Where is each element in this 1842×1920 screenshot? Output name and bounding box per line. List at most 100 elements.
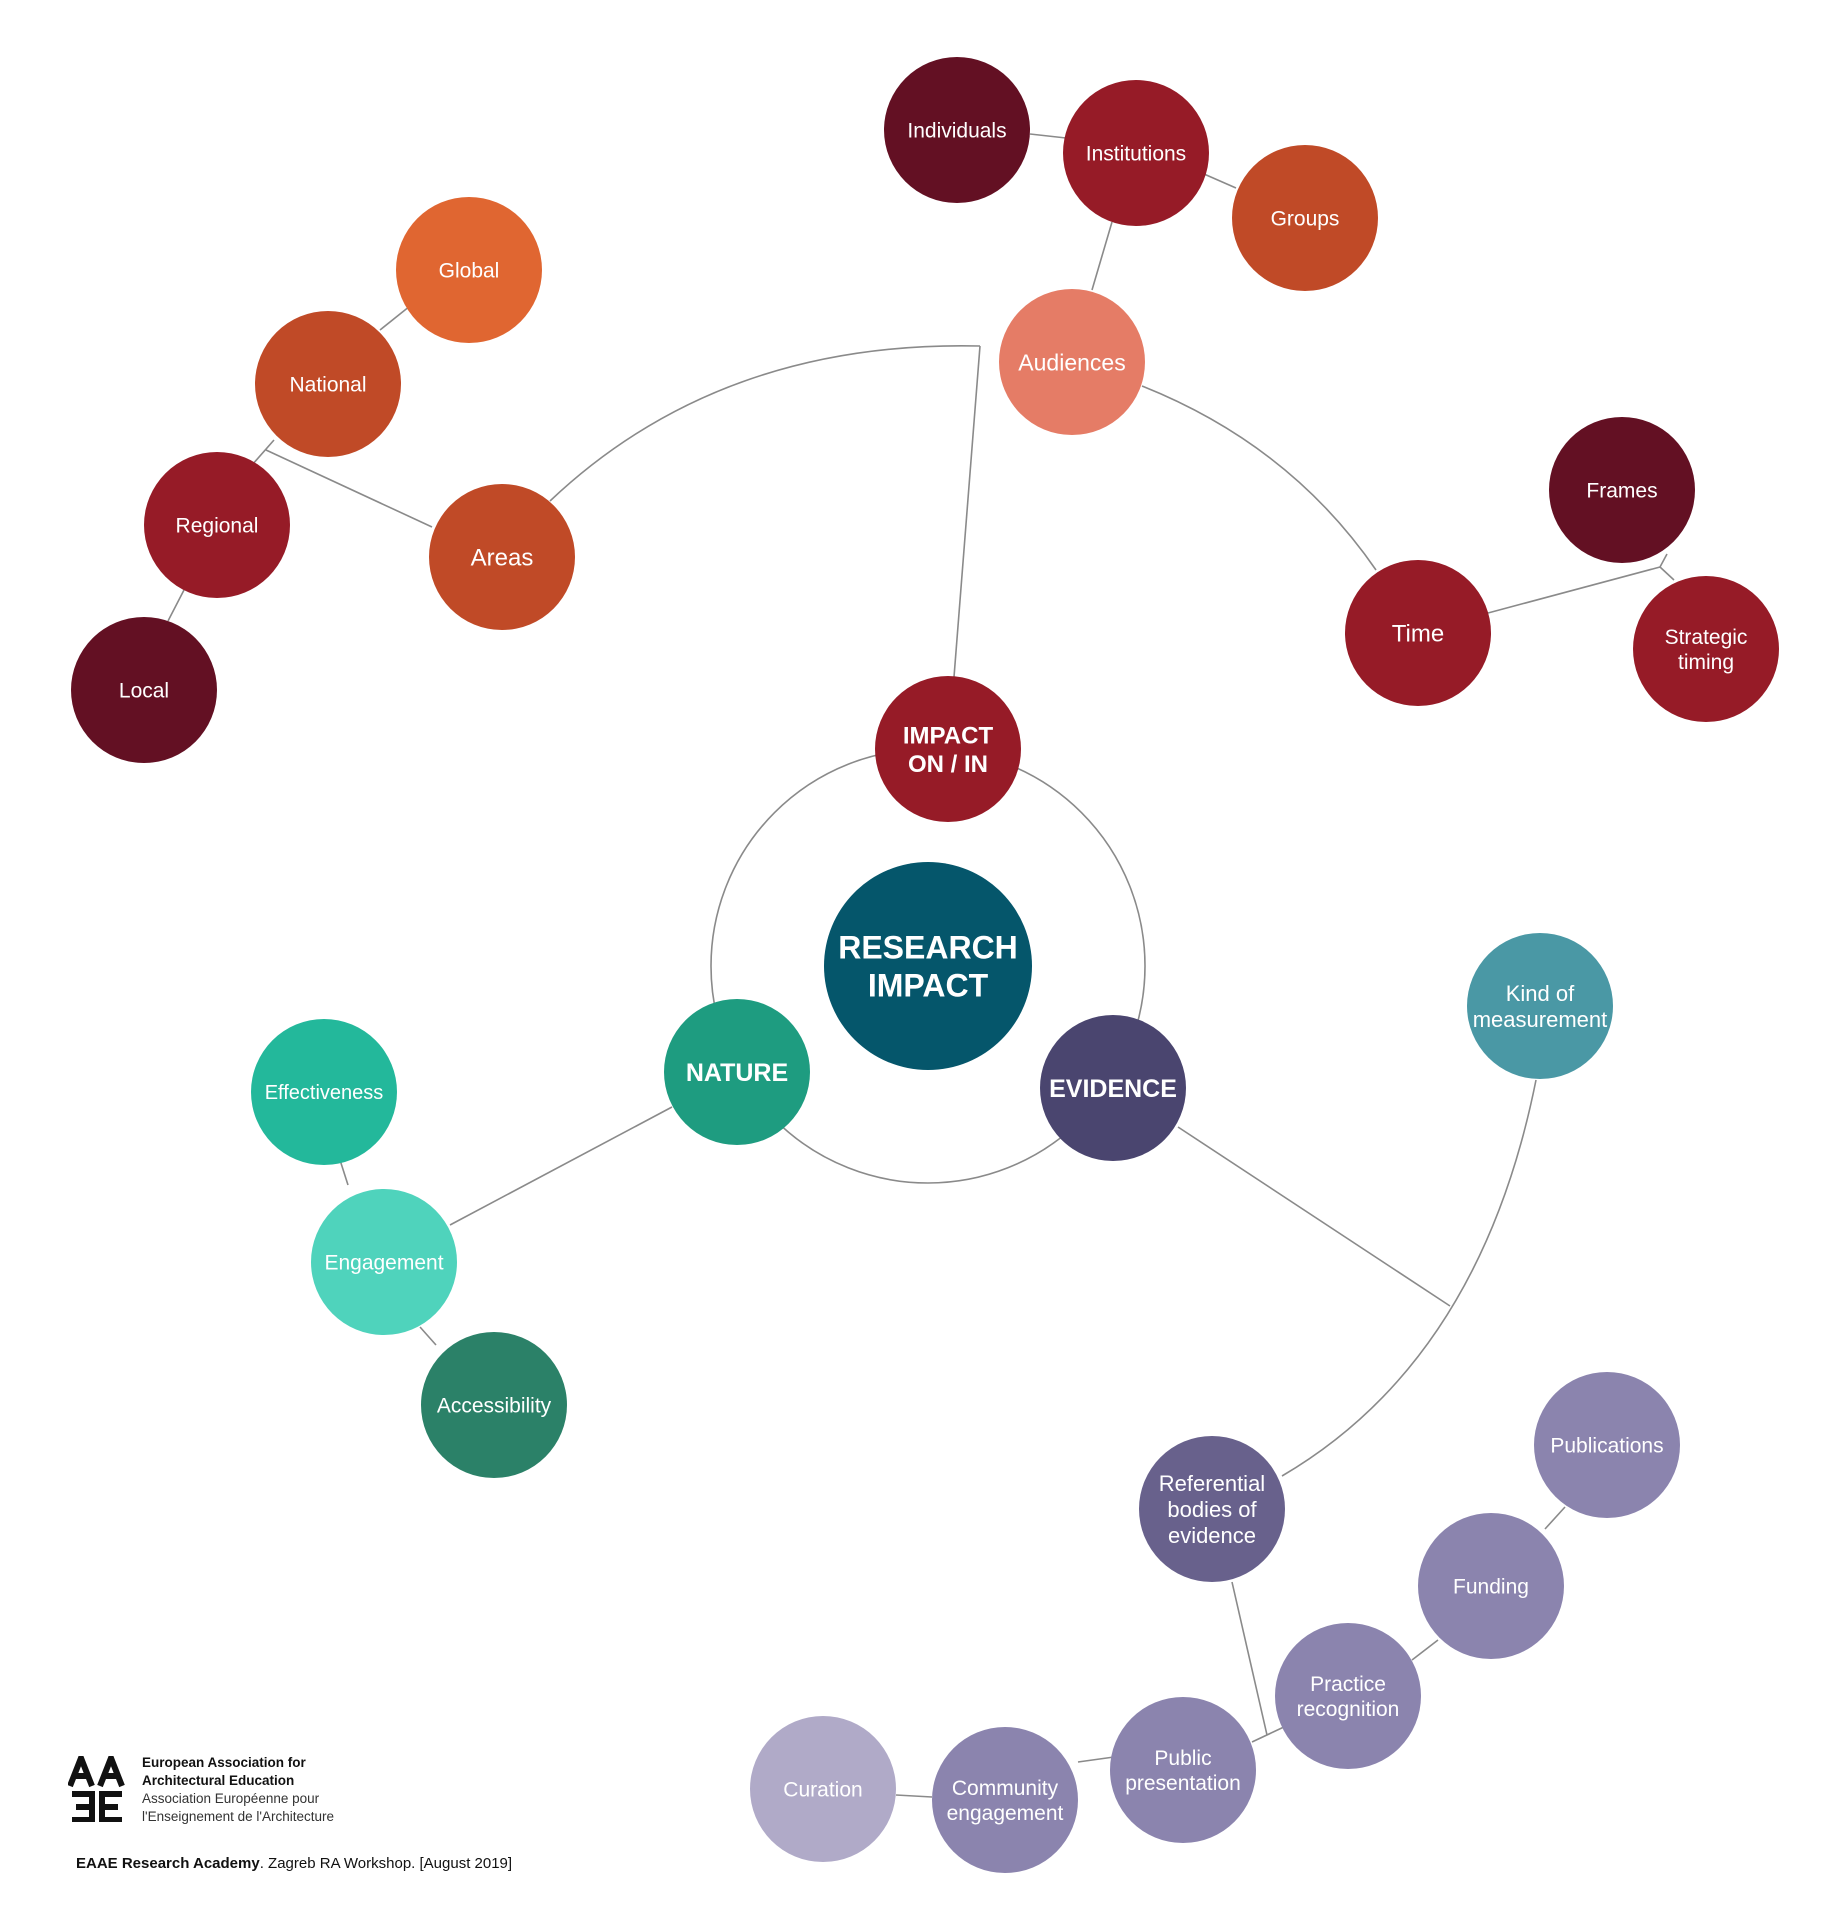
node-evidence-label: EVIDENCE bbox=[1049, 1075, 1177, 1103]
line-regional-local bbox=[167, 589, 185, 622]
node-areas: Areas bbox=[429, 484, 575, 630]
footer-credit: EAAE Research Academy. Zagreb RA Worksho… bbox=[76, 1855, 512, 1872]
node-global-circle bbox=[396, 197, 542, 343]
node-regional-circle bbox=[144, 452, 290, 598]
line-impact-arc bbox=[953, 345, 981, 678]
node-engagement-circle bbox=[311, 1189, 457, 1335]
line-national-regional bbox=[251, 439, 275, 466]
node-local: Local bbox=[71, 617, 217, 763]
node-evidence-circle bbox=[1040, 1015, 1186, 1161]
node-curation-label: Curation bbox=[783, 1779, 862, 1802]
node-engagement: Engagement bbox=[311, 1189, 457, 1335]
node-national: National bbox=[255, 311, 401, 457]
node-frames: Frames bbox=[1549, 417, 1695, 563]
arc-kind-referential bbox=[1281, 1079, 1537, 1477]
node-regional: Regional bbox=[144, 452, 290, 598]
node-accessibility: Accessibility bbox=[421, 1332, 567, 1478]
node-frames-label: Frames bbox=[1586, 480, 1657, 503]
node-impact-on-in-circle bbox=[875, 676, 1021, 822]
node-nature-label: NATURE bbox=[686, 1059, 788, 1087]
node-institutions-circle bbox=[1063, 80, 1209, 226]
node-curation: Curation bbox=[750, 1716, 896, 1862]
line-engagement-accessibility bbox=[419, 1326, 437, 1346]
node-individuals: Individuals bbox=[884, 57, 1030, 203]
node-institutions-label: Institutions bbox=[1086, 143, 1186, 166]
node-funding-circle bbox=[1418, 1513, 1564, 1659]
node-strategic-timing-circle bbox=[1633, 576, 1779, 722]
node-individuals-label: Individuals bbox=[907, 120, 1006, 143]
node-funding: Funding bbox=[1418, 1513, 1564, 1659]
node-areas-label: Areas bbox=[471, 545, 534, 572]
node-national-circle bbox=[255, 311, 401, 457]
node-referential-bodies-circle bbox=[1139, 1436, 1285, 1582]
line-evidence-arc bbox=[1177, 1126, 1451, 1307]
node-publications-circle bbox=[1534, 1372, 1680, 1518]
node-accessibility-label: Accessibility bbox=[437, 1395, 552, 1418]
line-effectiveness-engagement bbox=[339, 1159, 349, 1186]
line-referential-junction bbox=[1231, 1581, 1268, 1736]
line-audiences-institutions bbox=[1091, 221, 1113, 291]
node-institutions: Institutions bbox=[1063, 80, 1209, 226]
node-effectiveness: Effectiveness bbox=[251, 1019, 397, 1165]
node-audiences: Audiences bbox=[999, 289, 1145, 435]
line-institutions-groups bbox=[1203, 173, 1237, 189]
line-nature-engagement bbox=[449, 1106, 673, 1226]
node-groups: Groups bbox=[1232, 145, 1378, 291]
association-fr-line2: l'Enseignement de l'Architecture bbox=[142, 1809, 335, 1824]
node-local-label: Local bbox=[119, 680, 169, 703]
node-time-circle bbox=[1345, 560, 1491, 706]
line-practice-funding bbox=[1411, 1639, 1439, 1661]
node-nature-circle bbox=[664, 999, 810, 1145]
node-curation-circle bbox=[750, 1716, 896, 1862]
node-center-circle bbox=[824, 862, 1032, 1070]
line-individuals-institutions bbox=[1029, 133, 1067, 139]
association-name-line1: European Association for bbox=[142, 1755, 306, 1770]
connector-lines bbox=[167, 133, 1675, 1798]
node-audiences-label: Audiences bbox=[1018, 349, 1125, 375]
node-nature: NATURE bbox=[664, 999, 810, 1145]
node-global: Global bbox=[396, 197, 542, 343]
node-evidence: EVIDENCE bbox=[1040, 1015, 1186, 1161]
node-individuals-circle bbox=[884, 57, 1030, 203]
node-global-label: Global bbox=[439, 260, 500, 283]
eaae-logo-icon bbox=[67, 1749, 126, 1823]
line-national-global bbox=[379, 305, 411, 331]
node-national-label: National bbox=[289, 374, 366, 397]
node-funding-label: Funding bbox=[1453, 1576, 1529, 1599]
node-time-label: Time bbox=[1392, 621, 1444, 648]
node-public-presentation-circle bbox=[1110, 1697, 1256, 1843]
node-regional-label: Regional bbox=[176, 515, 259, 538]
footer-credit-bold: EAAE Research Academy bbox=[76, 1855, 260, 1872]
association-fr-line1: Association Européenne pour bbox=[142, 1791, 320, 1806]
node-groups-circle bbox=[1232, 145, 1378, 291]
arc-areas-audiences bbox=[549, 344, 981, 502]
node-effectiveness-label: Effectiveness bbox=[265, 1082, 384, 1104]
node-areas-circle bbox=[429, 484, 575, 630]
line-funding-publications bbox=[1544, 1506, 1566, 1530]
line-community-public bbox=[1077, 1756, 1115, 1763]
node-time: Time bbox=[1345, 560, 1491, 706]
node-groups-label: Groups bbox=[1271, 208, 1340, 231]
line-public-practice bbox=[1251, 1725, 1287, 1743]
line-curation-community bbox=[895, 1794, 933, 1798]
node-practice-recognition-circle bbox=[1275, 1623, 1421, 1769]
arc-audiences-time bbox=[1141, 385, 1377, 571]
node-audiences-circle bbox=[999, 289, 1145, 435]
node-frames-circle bbox=[1549, 417, 1695, 563]
node-kind-of-measurement-circle bbox=[1467, 933, 1613, 1079]
